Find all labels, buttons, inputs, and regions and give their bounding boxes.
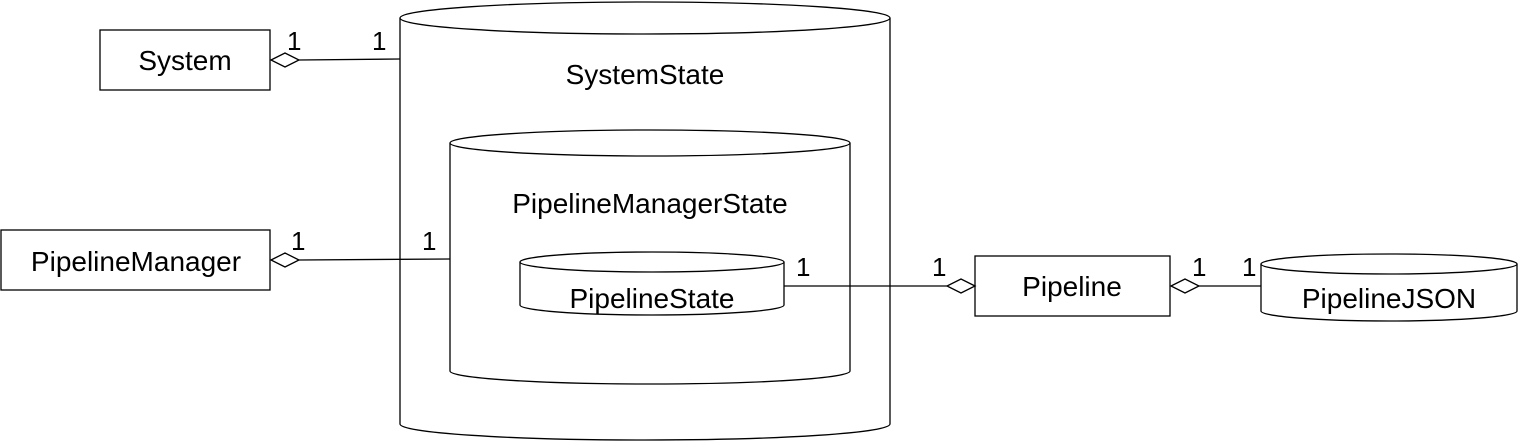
- multiplicity-label: 1: [372, 26, 386, 56]
- system-box[interactable]: [99, 29, 271, 91]
- pipelinestate-cylinder[interactable]: [519, 251, 785, 316]
- multiplicity-label: 1: [1192, 252, 1206, 282]
- pipeline-label: Pipeline: [1022, 271, 1122, 302]
- system-label: System: [138, 45, 231, 76]
- pipelinemanager-label: PipelineManager: [31, 246, 241, 277]
- aggregation-diamond-icon: [269, 52, 301, 68]
- multiplicity-label: 1: [932, 252, 946, 282]
- pipelinemanagerstate-label: PipelineManagerState: [512, 188, 788, 219]
- edge-pipeline-pipelinejson[interactable]: [1169, 278, 1261, 294]
- multiplicity-label: 1: [1242, 252, 1256, 282]
- multiplicity-label: 1: [422, 226, 436, 256]
- aggregation-diamond-icon: [945, 278, 977, 294]
- systemstate-label: SystemState: [566, 59, 725, 90]
- aggregation-diamond-icon: [1169, 278, 1201, 294]
- pipelinestate-label: PipelineState: [569, 283, 734, 314]
- multiplicity-label: 1: [291, 226, 305, 256]
- edge-system-systemstate[interactable]: [269, 52, 401, 68]
- multiplicity-label: 1: [796, 252, 810, 282]
- multiplicity-label: 1: [287, 26, 301, 56]
- edge-pipelinestate-pipeline[interactable]: [784, 278, 977, 294]
- aggregation-diamond-icon: [269, 252, 301, 268]
- pipelinejson-cylinder[interactable]: [1260, 253, 1518, 322]
- pipelinejson-label: PipelineJSON: [1302, 283, 1476, 314]
- edge-pipelinemanager-managerstate[interactable]: [269, 252, 451, 268]
